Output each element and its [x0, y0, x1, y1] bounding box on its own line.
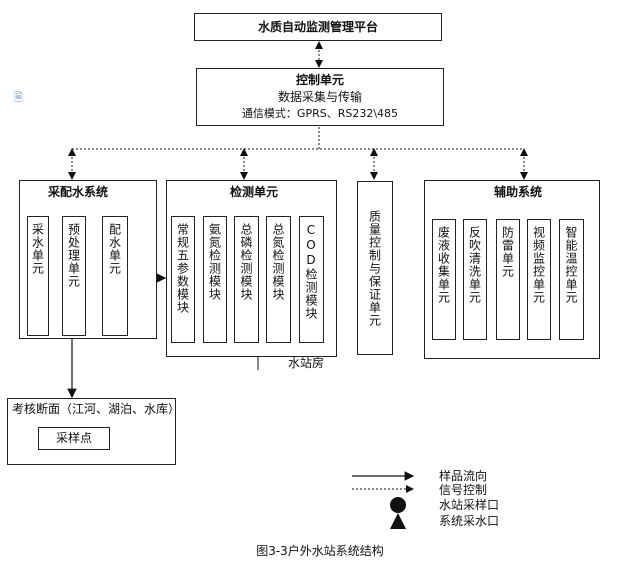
control-unit-line1: 数据采集与传输 [277, 90, 362, 104]
module-ammonia-label: 氨氮检测模块 [207, 223, 222, 301]
unit-lightning-protection: 防雷单元 [496, 219, 520, 340]
auxiliary-system-title: 辅助系统 [494, 185, 543, 199]
control-unit-line2: 通信模式：GPRS、RS232\485 [241, 107, 399, 120]
sampling-system-title: 采配水系统 [48, 185, 109, 199]
unit-waste-collection: 废液收集单元 [432, 219, 456, 340]
control-unit-box: 控制单元 数据采集与传输 通信模式：GPRS、RS232\485 [196, 68, 444, 126]
sampling-point-box: 采样点 [38, 427, 110, 450]
document-icon: 🗎 [14, 91, 23, 104]
control-unit-title: 控制单元 [295, 73, 344, 87]
unit-temperature-control-label: 智能温控单元 [564, 226, 578, 304]
unit-water-intake: 采水单元 [27, 216, 49, 336]
station-room-label: 水站房 [288, 356, 325, 370]
unit-lightning-protection-label: 防雷单元 [500, 226, 515, 278]
module-cod-label: COD检测模块 [304, 223, 318, 320]
unit-water-intake-label: 采水单元 [30, 223, 45, 275]
module-total-phosphorus-label: 总磷检测模块 [239, 223, 253, 301]
unit-video-monitoring: 视频监控单元 [527, 219, 551, 340]
legend-sampling-port-label: 水站采样口 [439, 498, 500, 512]
legend-intake-marker [390, 513, 406, 529]
unit-backwash-label: 反吹清洗单元 [467, 226, 482, 304]
assessment-section-title: 考核断面（江河、湖泊、水库） [12, 402, 181, 416]
module-five-parameters: 常规五参数模块 [171, 216, 195, 343]
detection-unit-title: 检测单元 [230, 185, 279, 199]
legend-intake-port-label: 系统采水口 [439, 514, 500, 528]
unit-water-distribution-label: 配水单元 [107, 223, 122, 275]
unit-video-monitoring-label: 视频监控单元 [531, 226, 546, 304]
quality-control-label: 质量控制与保证单元 [367, 209, 382, 327]
module-total-nitrogen-label: 总氮检测模块 [271, 223, 285, 301]
unit-pretreatment-label: 预处理单元 [66, 223, 81, 288]
module-five-parameters-label: 常规五参数模块 [175, 223, 190, 314]
legend-sampling-port-marker [390, 497, 406, 513]
figure-caption: 图3-3户外水站系统结构 [256, 544, 384, 558]
module-ammonia: 氨氮检测模块 [203, 216, 227, 343]
unit-waste-collection-label: 废液收集单元 [436, 226, 451, 304]
legend-sample-flow-label: 样品流向 [439, 469, 488, 483]
unit-pretreatment: 预处理单元 [62, 216, 86, 336]
platform-title: 水质自动监测管理平台 [257, 20, 378, 34]
sampling-point-label: 采样点 [55, 431, 92, 445]
unit-water-distribution: 配水单元 [102, 216, 128, 336]
quality-control-unit: 质量控制与保证单元 [357, 181, 393, 355]
unit-backwash: 反吹清洗单元 [463, 219, 487, 340]
unit-temperature-control: 智能温控单元 [559, 219, 584, 340]
module-total-phosphorus: 总磷检测模块 [234, 216, 259, 343]
module-total-nitrogen: 总氮检测模块 [266, 216, 291, 343]
module-cod: COD检测模块 [299, 216, 324, 343]
legend-signal-control-label: 信号控制 [439, 483, 488, 497]
platform-box: 水质自动监测管理平台 [194, 13, 442, 41]
